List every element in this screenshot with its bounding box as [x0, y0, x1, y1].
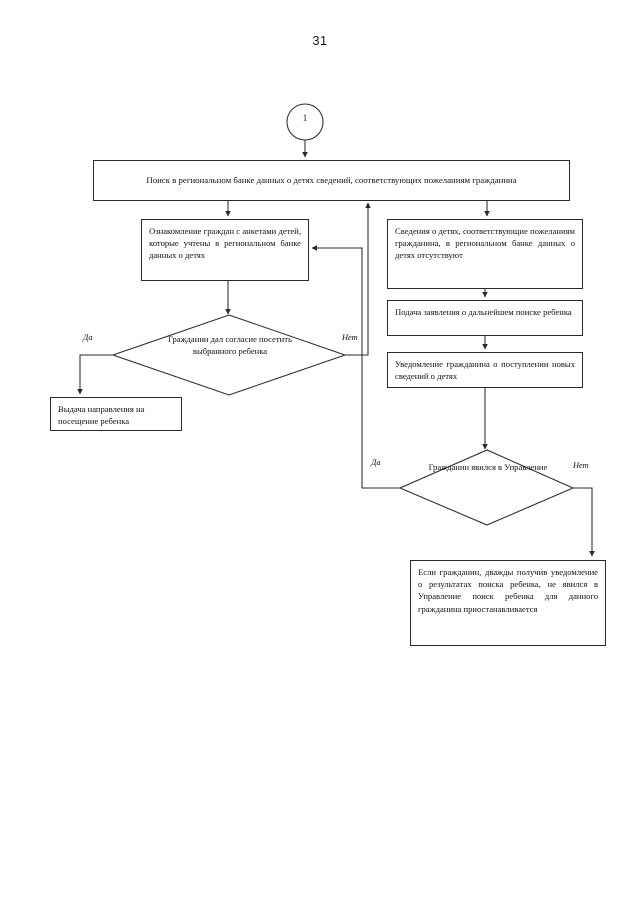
process-box-search-text: Поиск в региональном банке данных о детя…: [146, 174, 517, 185]
decision-consent-shape: [111, 314, 347, 396]
branch-label-appeared-yes: Да: [371, 458, 381, 467]
process-box-data-absent-text: Сведения о детях, соответствующие пожела…: [395, 226, 575, 261]
process-box-familiarize: Ознакомление граждан с анкетами детей, к…: [141, 219, 309, 281]
decision-appeared-shape: [398, 449, 575, 526]
process-box-familiarize-text: Ознакомление граждан с анкетами детей, к…: [149, 226, 301, 261]
process-box-search-suspended: Если гражданин, дважды получив уведомлен…: [410, 560, 606, 646]
page-number: 31: [312, 34, 328, 48]
process-box-notification-text: Уведомление гражданина о поступлении нов…: [395, 359, 575, 382]
branch-label-consent-no: Нет: [342, 333, 358, 342]
process-box-application-text: Подача заявления о дальнейшем поиске реб…: [395, 307, 572, 317]
process-box-referral: Выдача направления на посещение ребенка: [50, 397, 182, 431]
process-box-application: Подача заявления о дальнейшем поиске реб…: [387, 300, 583, 336]
branch-label-consent-yes: Да: [83, 333, 93, 342]
connector-circle-label: 1: [302, 113, 308, 123]
process-box-search: Поиск в региональном банке данных о детя…: [93, 160, 570, 201]
process-box-notification: Уведомление гражданина о поступлении нов…: [387, 352, 583, 388]
process-box-search-suspended-text: Если гражданин, дважды получив уведомлен…: [418, 567, 598, 614]
process-box-referral-text: Выдача направления на посещение ребенка: [58, 404, 145, 427]
branch-label-appeared-no: Нет: [573, 461, 589, 470]
process-box-data-absent: Сведения о детях, соответствующие пожела…: [387, 219, 583, 289]
